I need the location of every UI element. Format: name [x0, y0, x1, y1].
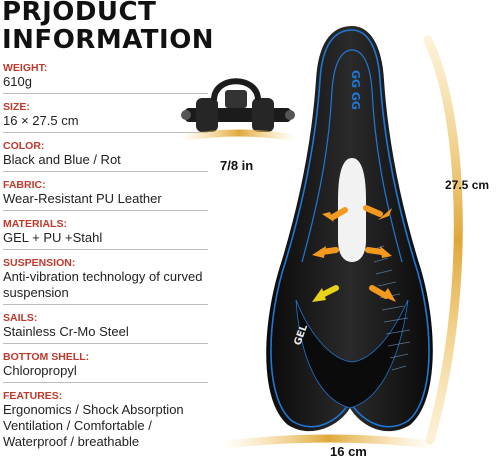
rail-width-label: 7/8 in: [220, 158, 254, 173]
width-dimension-bar: [218, 434, 439, 449]
spec-value: Black and Blue / Rot: [3, 152, 121, 167]
spec-value: GEL + PU +Stahl: [3, 230, 103, 245]
arrow-upper-right-icon: [378, 208, 392, 220]
saddle-body: [266, 26, 433, 432]
spec-value: 16 × 27.5 cm: [3, 113, 79, 128]
spec-sails: SAILS: Stainless Cr-Mo Steel: [3, 312, 213, 344]
spec-weight: WEIGHT: 610g: [3, 62, 213, 94]
width-label: 16 cm: [330, 444, 367, 459]
divider: [3, 249, 208, 250]
spec-fabric: FABRIC: Wear-Resistant PU Leather: [3, 179, 213, 211]
spec-label: FABRIC:: [3, 179, 46, 191]
spec-label: BOTTOM SHELL:: [3, 351, 90, 363]
feature-line: Ergonomics / Shock Absorption: [3, 402, 184, 417]
spec-suspension: SUSPENSION: Anti-vibration technology of…: [3, 257, 213, 305]
spec-label: COLOR:: [3, 140, 45, 152]
title-line-2: INFORMATION: [2, 25, 215, 55]
spec-label: WEIGHT:: [3, 62, 48, 74]
spec-color: COLOR: Black and Blue / Rot: [3, 140, 213, 172]
feature-line: Waterproof / breathable: [3, 434, 140, 449]
rail-width-arrow: [178, 129, 300, 142]
divider: [3, 171, 208, 172]
divider: [3, 304, 208, 305]
spec-label: SAILS:: [3, 312, 38, 324]
spec-value: 610g: [3, 74, 32, 89]
spec-bottom-shell: BOTTOM SHELL: Chloropropyl: [3, 351, 213, 383]
product-title: PRJODUCT INFORMATION: [2, 0, 214, 54]
title-line-1: PRJODUCT: [2, 0, 157, 27]
arrow-upper-left-icon: [322, 212, 334, 222]
arrow-mid-right-icon: [380, 246, 392, 258]
divider: [3, 132, 208, 133]
divider: [3, 382, 208, 383]
pressure-arrows: [312, 205, 396, 302]
spec-label: SUSPENSION:: [3, 257, 76, 269]
saddle-logo-text: GG GG: [349, 70, 362, 110]
spec-list: WEIGHT: 610g SIZE: 16 × 27.5 cm COLOR: B…: [3, 62, 213, 457]
arrow-lower-right-icon: [382, 288, 396, 302]
spec-materials: MATERIALS: GEL + PU +Stahl: [3, 218, 213, 250]
length-label: 27.5 cm: [445, 178, 490, 192]
spec-label: MATERIALS:: [3, 218, 67, 230]
feature-line: Ventilation / Comfortable /: [3, 418, 152, 433]
spec-features: FEATURES: Ergonomics / Shock Absorption …: [3, 390, 213, 450]
divider: [3, 210, 208, 211]
spec-size: SIZE: 16 × 27.5 cm: [3, 101, 213, 133]
spec-label: SIZE:: [3, 101, 30, 113]
spec-value: Stainless Cr-Mo Steel: [3, 324, 129, 339]
seat-clamp-image: [181, 78, 295, 132]
spec-value: Chloropropyl: [3, 363, 77, 378]
spec-label: FEATURES:: [3, 390, 63, 402]
divider: [3, 93, 208, 94]
spec-value: Wear-Resistant PU Leather: [3, 191, 162, 206]
spec-value: Anti-vibration technology of curved susp…: [3, 269, 203, 300]
divider: [3, 343, 208, 344]
length-dimension-bar: [423, 35, 463, 445]
